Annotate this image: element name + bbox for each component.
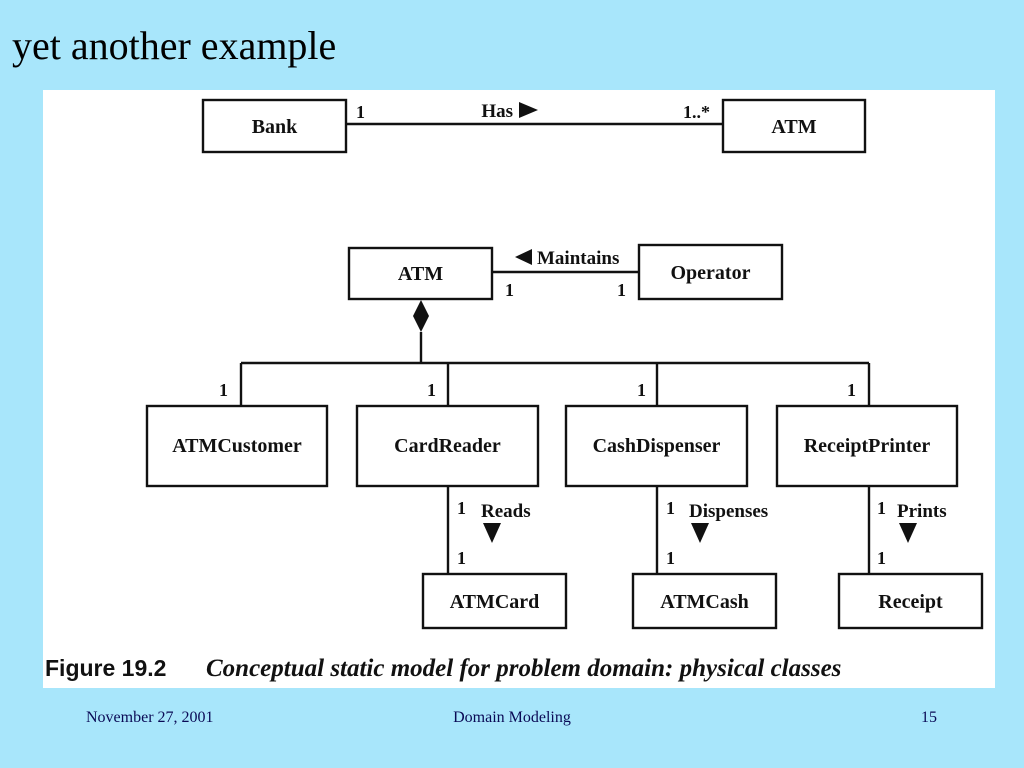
receipt-prints-multiplicity: 1 — [877, 548, 886, 568]
prints-direction-arrow-icon — [899, 523, 917, 543]
cash-dispenser-class-box — [564, 404, 749, 488]
bank-has-multiplicity: 1 — [356, 102, 365, 122]
dispenses-direction-arrow-icon — [691, 523, 709, 543]
slide-title: yet another example — [12, 23, 337, 68]
atm-maintains-multiplicity: 1 — [505, 280, 514, 300]
reads-association-label: Reads — [481, 501, 531, 522]
footer-topic: Domain Modeling — [453, 709, 571, 726]
figure-number: Figure 19.2 — [45, 655, 166, 681]
atm-cash-class-box — [631, 572, 778, 630]
bank-class-box — [201, 98, 348, 154]
atm-has-multiplicity: 1..* — [683, 102, 710, 122]
atm-customer-part-multiplicity: 1 — [219, 380, 228, 400]
card-reader-part-multiplicity: 1 — [427, 380, 436, 400]
atm-class-label: ATM — [398, 263, 443, 285]
prints-association-label: Prints — [897, 501, 947, 522]
reads-direction-arrow-icon — [483, 523, 501, 543]
bank-class-label: Bank — [252, 116, 298, 138]
atm-cash-class-label: ATMCash — [660, 591, 749, 613]
receipt-class-box — [837, 572, 984, 630]
operator-class-box — [637, 243, 784, 301]
has-association-label: Has — [481, 101, 513, 122]
dispenses-association-label: Dispenses — [689, 501, 768, 522]
class-diagram: Bank ATM 1 1..* Has ATM Operator Maintai… — [45, 98, 984, 682]
atm-customer-class-box — [145, 404, 329, 488]
atm-top-class-label: ATM — [771, 116, 816, 138]
atm-card-class-label: ATMCard — [450, 591, 540, 613]
footer-date: November 27, 2001 — [86, 709, 214, 726]
diagram-figure: Bank ATM 1 1..* Has ATM Operator Maintai… — [43, 90, 995, 688]
operator-maintains-multiplicity: 1 — [617, 280, 626, 300]
has-direction-arrow-icon — [519, 102, 538, 118]
card-reader-reads-multiplicity: 1 — [457, 498, 466, 518]
receipt-printer-prints-multiplicity: 1 — [877, 498, 886, 518]
atm-card-class-box — [421, 572, 568, 630]
card-reader-class-label: CardReader — [394, 435, 501, 457]
receipt-printer-class-label: ReceiptPrinter — [804, 435, 931, 457]
cash-dispenser-class-label: CashDispenser — [593, 435, 721, 457]
card-reader-class-box — [355, 404, 540, 488]
atm-class-box — [347, 246, 494, 301]
cash-dispenser-dispenses-multiplicity: 1 — [666, 498, 675, 518]
atm-customer-class-label: ATMCustomer — [172, 435, 302, 457]
atm-top-class-box — [721, 98, 867, 154]
footer-page-number: 15 — [921, 709, 937, 726]
maintains-association-label: Maintains — [537, 248, 619, 269]
figure-caption: Conceptual static model for problem doma… — [206, 655, 841, 682]
cash-dispenser-part-multiplicity: 1 — [637, 380, 646, 400]
maintains-direction-arrow-icon — [515, 249, 532, 265]
composition-diamond-icon — [413, 300, 429, 332]
receipt-class-label: Receipt — [878, 591, 943, 613]
atm-cash-dispenses-multiplicity: 1 — [666, 548, 675, 568]
atm-card-reads-multiplicity: 1 — [457, 548, 466, 568]
operator-class-label: Operator — [671, 262, 751, 284]
receipt-printer-class-box — [775, 404, 959, 488]
receipt-printer-part-multiplicity: 1 — [847, 380, 856, 400]
